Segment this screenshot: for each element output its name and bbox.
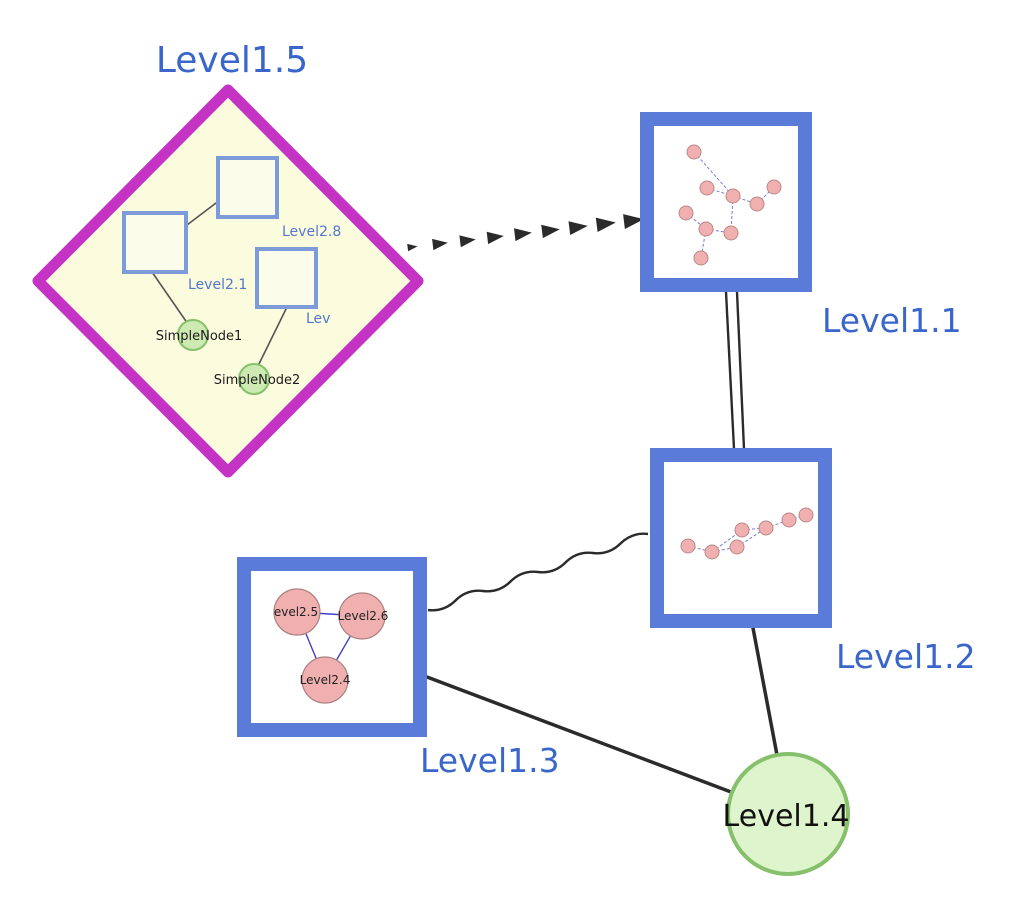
mini-graph-node[interactable]: [678, 205, 694, 221]
mini-graph-node[interactable]: [725, 188, 741, 204]
arrow-dash: [623, 214, 644, 229]
mini-graph-node[interactable]: [749, 196, 765, 212]
mini-graph-node[interactable]: [734, 522, 750, 538]
mini-graph-level1-2: [680, 507, 814, 560]
edge-level15-level11[interactable]: [407, 214, 644, 252]
label-level2-x: Lev: [306, 311, 330, 327]
level1-1-border: [640, 112, 812, 292]
label-level2-1: Level2.1: [188, 277, 247, 293]
node-level1-5-diamond[interactable]: Level2.8 Level2.1 Lev SimpleNode1 Simple…: [32, 84, 424, 478]
mini-graph-node[interactable]: [686, 144, 702, 160]
mini-graph-node[interactable]: [758, 520, 774, 536]
mini-graph-node[interactable]: [680, 538, 696, 554]
label-level2-5: evel2.5: [274, 605, 318, 619]
mini-graph-node[interactable]: [798, 507, 814, 523]
level1-2-border: [650, 448, 832, 628]
node-level1-1-square[interactable]: [640, 112, 812, 292]
node-level1-3-square[interactable]: evel2.5 Level2.6 Level2.4: [237, 557, 427, 737]
label-level1-5: Level1.5: [156, 40, 308, 81]
label-level2-8: Level2.8: [282, 224, 341, 240]
node-simplenode2[interactable]: [238, 363, 270, 395]
arrow-dash: [407, 243, 418, 252]
label-level1-2: Level1.2: [836, 637, 976, 676]
diamond-shape: [32, 84, 424, 478]
label-level1-4: Level1.4: [723, 799, 850, 834]
label-level1-1: Level1.1: [822, 301, 962, 340]
arrow-dash: [541, 224, 560, 239]
node-level2-6-circle[interactable]: [338, 592, 386, 640]
node-level2-8-square[interactable]: [216, 156, 279, 219]
double-edge-line-1: [724, 291, 736, 450]
edge-level11-level12-double[interactable]: [724, 291, 746, 450]
arrow-dash: [568, 221, 588, 235]
node-level1-4-circle[interactable]: Level1.4: [723, 752, 850, 876]
level1-4-shape: [726, 752, 850, 876]
label-level2-4: Level2.4: [300, 673, 351, 687]
arrow-dash: [486, 231, 504, 245]
mini-graph-node[interactable]: [729, 539, 745, 555]
double-edge-line-2: [735, 291, 746, 450]
mini-graph-node[interactable]: [781, 512, 797, 528]
level1-3-border: [237, 557, 427, 737]
mini-graph-level1-1: [678, 144, 782, 266]
node-level2-5-circle[interactable]: [273, 588, 321, 636]
arrow-dash: [432, 238, 448, 251]
node-level2-x-square[interactable]: [255, 247, 318, 309]
mini-graph-node[interactable]: [766, 179, 782, 195]
arrow-dash: [459, 235, 476, 248]
arrow-dash: [595, 217, 616, 232]
node-level2-4-circle[interactable]: [301, 656, 349, 704]
label-simplenode1: SimpleNode1: [156, 329, 243, 344]
edge-level2-1-simplenode1[interactable]: [151, 271, 191, 328]
node-simplenode1[interactable]: [177, 319, 209, 351]
edge-level12-level14[interactable]: [751, 626, 779, 757]
mini-graph-node[interactable]: [698, 221, 714, 237]
mini-graph-node[interactable]: [704, 544, 720, 560]
label-level1-3: Level1.3: [420, 741, 560, 780]
edge-level12-level13-wavy[interactable]: [427, 532, 649, 612]
edge-level2-1-level2-8[interactable]: [182, 199, 221, 229]
edge-level13-level14[interactable]: [425, 675, 733, 794]
arrow-dash: [514, 228, 532, 242]
node-level2-1-square[interactable]: [122, 211, 188, 274]
label-level2-6: Level2.6: [338, 609, 389, 623]
mini-graph-node[interactable]: [693, 250, 709, 266]
mini-graph-node[interactable]: [723, 225, 739, 241]
node-level1-2-square[interactable]: [650, 448, 832, 628]
label-simplenode2: SimpleNode2: [214, 373, 301, 388]
mini-graph-node[interactable]: [699, 180, 715, 196]
edge-level2-x-simplenode2[interactable]: [256, 306, 288, 369]
